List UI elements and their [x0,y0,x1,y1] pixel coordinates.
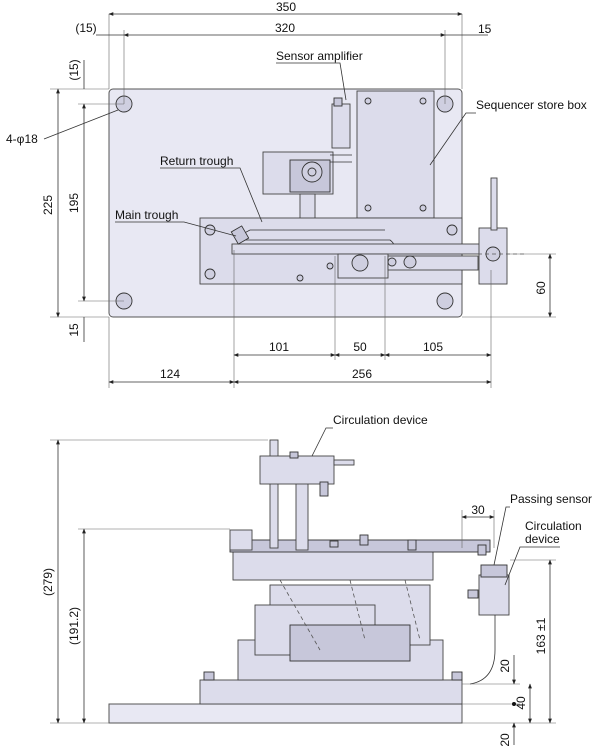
sensor-amplifier-cap [333,97,343,107]
sensor-cable-side [469,615,496,685]
circulation-tower-head [259,455,335,485]
dim-124-label: 124 [160,367,180,381]
trough-bolt [359,534,369,546]
dim-15-right-label: 15 [478,22,492,36]
trough-bolt [477,544,487,556]
mount-hole-bottom-right [436,292,454,310]
feeder-roller [351,254,369,272]
sensor-amplifier [331,103,351,149]
trough-bolt [407,539,417,551]
trough-base-hole [204,268,216,280]
dim-101-label: 101 [269,340,289,354]
dim-60-label: 60 [534,281,548,295]
top-view: 350 320 (15) 15 225 195 (15) 15 4-φ18 60 [6,0,587,388]
trough-bolt [329,540,339,548]
leader-circulation-device-top [311,427,333,457]
side-base-plate [108,703,463,724]
trough-end-block [229,529,253,551]
box-screw [364,204,372,212]
sensor-top [480,564,508,578]
dim-350-label: 350 [276,0,296,14]
spring-leaf [349,579,366,641]
holes-label: 4-φ18 [6,132,38,146]
trough-clamp [230,225,250,245]
label-passing-sensor: Passing sensor [510,492,592,506]
sequencer-store-box [356,90,435,219]
sensor-cable [490,177,498,231]
feeder-roller [387,257,397,267]
dim-225-label: 225 [41,195,55,215]
leader-circulation-device-side [504,546,560,586]
vibrator-coil [289,624,411,662]
leader-main-trough [115,221,237,237]
tower-bolt [289,451,299,459]
leader-sequencer-box [429,112,476,166]
feeder-roller [403,255,417,269]
drive-hub [307,167,317,177]
feeder-screw [296,274,304,282]
passing-sensor-body [478,574,510,616]
dim-163-label: 163 ±1 [534,617,548,654]
dim-dot [512,702,516,706]
label-main-trough: Main trough [115,208,178,222]
dim-30-label: 30 [471,503,485,517]
base-bolt [451,671,463,681]
leader-sensor-amplifier [276,62,347,101]
label-sensor-amplifier: Sensor amplifier [276,49,363,63]
leader-return-trough [160,167,263,223]
spring-leaf [404,579,421,641]
dim-15-left-label: (15) [75,21,96,35]
dim-15-bottom-label: 15 [67,323,81,337]
box-screw [419,97,427,105]
dim-320-label: 320 [275,21,295,35]
main-trough-body [231,243,483,255]
label-circulation-device-top: Circulation device [333,413,428,427]
leader-passing-sensor [493,506,510,566]
dim-195-label: 195 [67,193,81,213]
box-screw [364,97,372,105]
circulation-tower-post-left [269,439,279,549]
side-mount-base [199,679,463,705]
label-sequencer-box: Sequencer store box [476,98,587,112]
circulation-tower-post-right [295,479,309,551]
trough-plate [232,547,434,581]
side-view: (279) (191.2) 30 163 ±1 20 40 20 Circula… [41,413,592,747]
label-circulation-device-side-2: device [525,532,560,546]
feeder-screw [326,262,334,270]
holes-leader [43,109,119,140]
trough-base-hole [446,224,458,236]
dim-20-bottom-label: 20 [498,733,512,747]
dim-15-top-label: (15) [67,59,81,80]
dim-50-label: 50 [353,340,367,354]
dim-20-top-label: 20 [498,659,512,673]
circulation-tower-arm [333,459,355,466]
dim-191-label: (191.2) [67,607,81,645]
dim-40-label: 40 [514,696,528,710]
dim-279-label: (279) [41,568,55,596]
sensor-bracket [467,589,479,599]
label-return-trough: Return trough [160,154,233,168]
dim-105-label: 105 [423,340,443,354]
label-circulation-device-side-1: Circulation [525,519,582,533]
box-screw [419,204,427,212]
base-bolt [203,671,215,681]
feeder-rail [387,255,479,271]
tower-cap [319,481,329,497]
dim-256-label: 256 [352,367,372,381]
